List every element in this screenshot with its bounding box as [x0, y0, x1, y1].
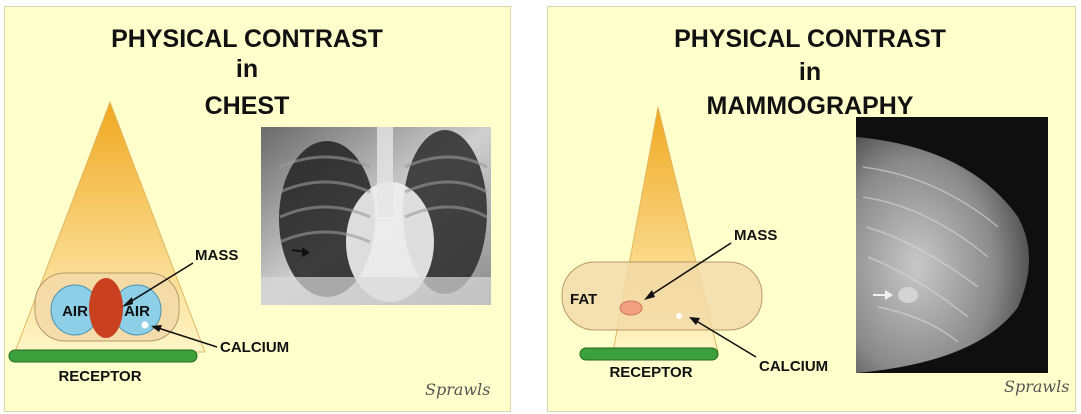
- signature: Sprawls: [425, 380, 490, 399]
- chest-contrast-panel: PHYSICAL CONTRAST in CHEST AIR AIR MASS …: [4, 6, 511, 412]
- title-line-3: MAMMOGRAPHY: [707, 92, 914, 120]
- title-line-3: CHEST: [205, 92, 290, 120]
- mammogram-image: [856, 117, 1048, 373]
- receptor-bar: [580, 348, 718, 360]
- mammography-contrast-panel: PHYSICAL CONTRAST in MAMMOGRAPHY FAT MAS…: [547, 6, 1076, 412]
- mammography-diagram: PHYSICAL CONTRAST in MAMMOGRAPHY FAT MAS…: [548, 7, 1075, 411]
- title-line-1: PHYSICAL CONTRAST: [674, 25, 946, 53]
- air-label-right: AIR: [124, 303, 150, 320]
- mass-region: [89, 278, 123, 338]
- air-label-left: AIR: [62, 303, 88, 320]
- mass-label: MASS: [195, 247, 238, 264]
- receptor-label: RECEPTOR: [58, 368, 141, 385]
- calcium-spot: [142, 322, 149, 329]
- mass-region: [620, 301, 642, 315]
- receptor-bar: [9, 350, 197, 362]
- fat-label: FAT: [570, 291, 597, 308]
- calcium-label: CALCIUM: [220, 339, 289, 356]
- title-line-2: in: [236, 55, 258, 83]
- signature: Sprawls: [1004, 377, 1069, 396]
- title-line-1: PHYSICAL CONTRAST: [111, 25, 383, 53]
- calcium-spot: [676, 313, 682, 319]
- mass-label: MASS: [734, 227, 777, 244]
- title-line-2: in: [799, 58, 821, 86]
- chest-diagram: PHYSICAL CONTRAST in CHEST AIR AIR MASS …: [5, 7, 510, 411]
- receptor-label: RECEPTOR: [609, 364, 692, 381]
- calcium-label: CALCIUM: [759, 358, 828, 375]
- chest-xray-image: [261, 127, 491, 305]
